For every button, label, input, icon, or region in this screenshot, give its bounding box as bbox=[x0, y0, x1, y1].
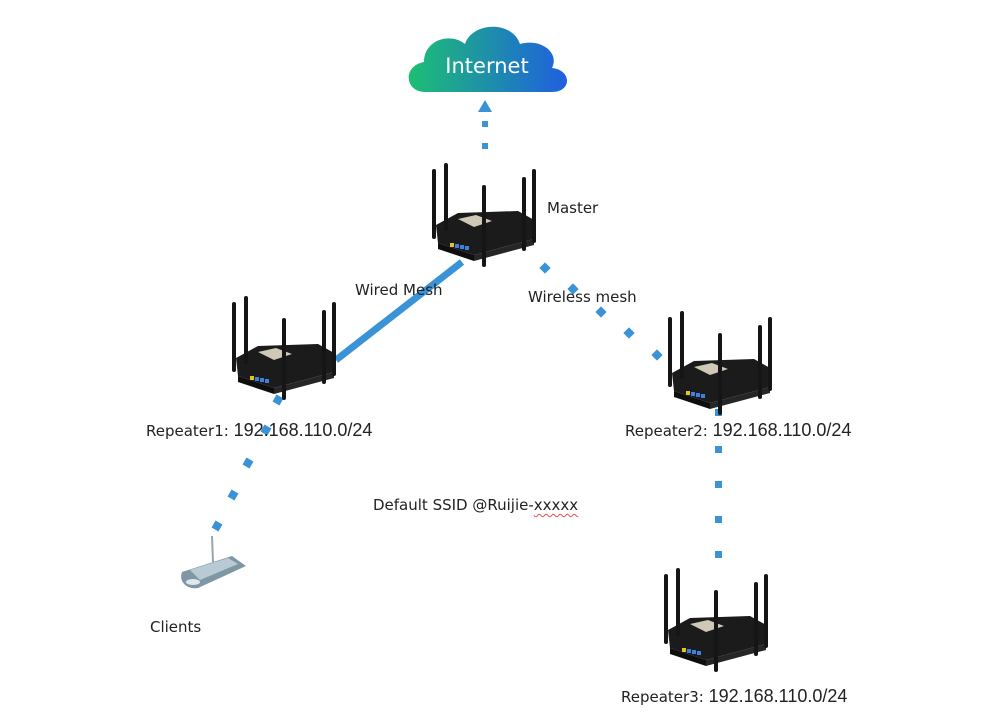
internet-cloud-icon: Internet bbox=[408, 26, 567, 93]
repeater1-label: Repeater1: 192.168.110.0/24 bbox=[146, 420, 372, 441]
repeater1-router-icon bbox=[232, 296, 336, 400]
repeater3-label: Repeater3: 192.168.110.0/24 bbox=[621, 686, 847, 707]
master-internet-link bbox=[478, 100, 492, 149]
repeater2-name: Repeater2: bbox=[625, 422, 708, 440]
repeater1-subnet: 192.168.110.0/24 bbox=[233, 420, 373, 440]
wired-mesh-link bbox=[333, 259, 465, 363]
repeater3-subnet: 192.168.110.0/24 bbox=[708, 686, 848, 706]
ssid-suffix: xxxxx bbox=[533, 496, 579, 514]
up-arrow-icon bbox=[478, 100, 492, 112]
ssid-prefix: Default SSID @Ruijie- bbox=[373, 496, 534, 514]
master-router-icon bbox=[432, 163, 536, 267]
client-device-icon bbox=[181, 535, 246, 589]
wired-mesh-label: Wired Mesh bbox=[355, 281, 443, 299]
repeater1-name: Repeater1: bbox=[146, 422, 229, 440]
internet-label: Internet bbox=[445, 54, 528, 78]
repeater3-router-icon bbox=[664, 568, 768, 672]
master-label: Master bbox=[547, 199, 599, 217]
repeater2-label: Repeater2: 192.168.110.0/24 bbox=[625, 420, 851, 441]
repeater2-router-icon bbox=[668, 311, 772, 415]
ssid-note: Default SSID @Ruijie-xxxxx bbox=[373, 496, 578, 514]
repeater1-clients-link bbox=[211, 394, 284, 532]
wireless-mesh-link bbox=[539, 262, 663, 361]
repeater2-subnet: 192.168.110.0/24 bbox=[712, 420, 852, 440]
wireless-mesh-label: Wireless mesh bbox=[528, 288, 637, 306]
repeater3-name: Repeater3: bbox=[621, 688, 704, 706]
clients-label: Clients bbox=[150, 618, 202, 636]
